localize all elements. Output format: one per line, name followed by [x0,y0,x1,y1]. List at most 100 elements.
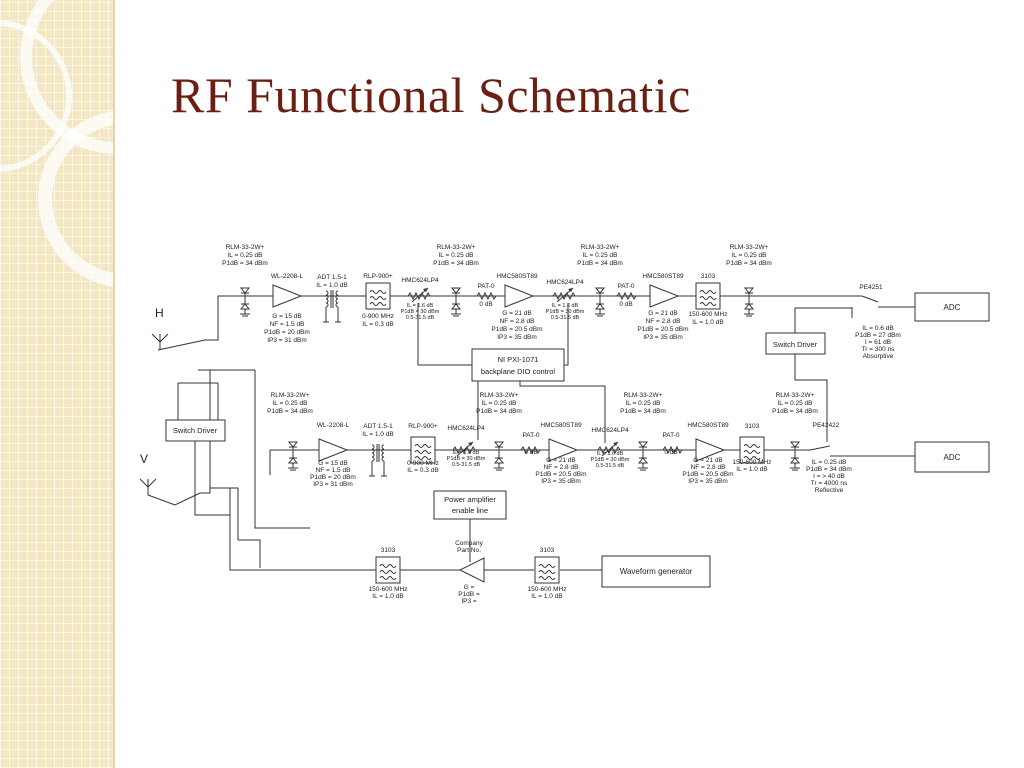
bpf-range: 150-600 MHz [527,586,566,593]
att-p1db: P1dB = 30 dBm [546,309,585,315]
limiter-p1db: P1dB = 34 dBm [620,408,666,415]
switch-part: PE42422 [813,422,840,429]
limiter-p1db: P1dB = 34 dBm [577,260,623,267]
att-il: IL = 1.6 dB [407,303,434,309]
switch-p1db: P1dB = 27 dBm [855,332,901,339]
bandpass-filter-icon [534,556,560,584]
transformer-icon [322,289,342,323]
limiter-il: IL = 0.25 dB [732,252,767,259]
att-part: HMC624LP4 [401,277,439,284]
limiter-icon [239,287,251,317]
amplifier-icon [649,284,679,308]
pa-part2: Part No. [457,547,481,554]
amp-part: HMC580ST89 [540,422,582,429]
att-il: IL = 1.6 dB [552,303,579,309]
sidebar-edge [113,0,115,768]
waveform-generator-label: Waveform generator [620,567,693,576]
pa-g: G = [464,584,475,591]
att-il: IL = 1.6 dB [453,450,480,456]
att-range: 0.5-31.5 dB [551,315,580,321]
limiter-p1db: P1dB = 34 dBm [433,260,479,267]
attenuator-icon [552,287,576,303]
amp-part: HMC580ST89 [642,273,684,280]
switch-part: PE4251 [859,284,883,291]
lna-p1db: P1dB = 20 dBm [310,474,356,481]
pad-value: 0 dB [524,449,537,456]
lna-g: G = 15 dB [272,313,301,320]
bandpass-filter-icon [375,556,401,584]
pad-part: PAT-0 [477,283,494,290]
pa-enable-line1: Power amplifier [444,495,496,504]
limiter-p1db: P1dB = 34 dBm [267,408,313,415]
balun-il: IL = 1.0 dB [362,431,393,438]
bpf-part: 3103 [745,423,760,430]
switch-type: Reflective [815,487,844,494]
pad-value: 0 dB [664,449,677,456]
limiter-part: RLM-33-2W+ [437,244,476,251]
limiter-icon [789,441,801,471]
limiter-p1db: P1dB = 34 dBm [222,260,268,267]
bpf-range: 150-600 MHz [688,311,727,318]
lna-ip3: IP3 = 31 dBm [267,337,307,344]
bpf-il: IL = 1.0 dB [372,593,403,600]
tx-chain: 3103 150-600 MHz IL = 1.0 dB Company Par… [318,540,711,605]
waveform-generator-box [601,555,711,588]
amp-g: G = 21 dB [648,310,677,317]
limiter-part: RLM-33-2W+ [776,392,815,399]
att-il: IL = 1.6 dB [597,451,624,457]
limiter-p1db: P1dB = 34 dBm [476,408,522,415]
switch-tr: Tr = 4000 ns [811,480,848,487]
amp-g: G = 21 dB [693,457,722,464]
amp-ip3: IP3 = 35 dBm [643,334,683,341]
lpf-il: IL = 0.3 dB [362,321,393,328]
limiter-il: IL = 0.25 dB [583,252,618,259]
amp-nf: NF = 2.8 dB [500,318,535,325]
att-part: HMC624LP4 [546,279,584,286]
amplifier-icon [504,284,534,308]
lowpass-filter-icon [365,282,391,310]
att-p1db: P1dB = 30 dBm [591,457,630,463]
limiter-icon [450,287,462,317]
antenna-icon [139,478,157,496]
att-range: 0.5-31.5 dB [596,463,625,469]
limiter-part: RLM-33-2W+ [624,392,663,399]
page-title: RF Functional Schematic [171,67,691,123]
dio-line2: backplane DIO control [481,367,556,376]
att-part: HMC624LP4 [591,427,629,434]
lpf-range: 0-900 MHz [362,313,394,320]
limiter-part: RLM-33-2W+ [480,392,519,399]
pad-value: 0 dB [619,301,632,308]
pad-part: PAT-0 [662,432,679,439]
adc-label: ADC [944,303,961,312]
limiter-part: RLM-33-2W+ [730,244,769,251]
pad-value: 0 dB [479,301,492,308]
amp-p1db: P1dB = 20.5 dBm [682,471,733,478]
amp-ip3: IP3 = 35 dBm [497,334,537,341]
lpf-range: 0-900 MHz [407,460,439,467]
bandpass-filter-icon [695,282,721,310]
limiter-icon [594,287,606,317]
att-p1db: P1dB = 30 dBm [447,456,486,462]
amp-g: G = 21 dB [546,457,575,464]
amp-p1db: P1dB = 20.5 dBm [491,326,542,333]
adc-box [914,441,990,473]
bpf-part: 3103 [381,547,396,554]
amp-p1db: P1dB = 20.5 dBm [637,326,688,333]
limiter-p1db: P1dB = 34 dBm [726,260,772,267]
antenna-label: H [155,306,164,320]
att-range: 0.5-31.5 dB [406,315,435,321]
switch-il: IL = 0.25 dB [812,459,847,466]
amp-nf: NF = 2.8 dB [544,464,579,471]
amplifier-icon [272,284,302,308]
limiter-il: IL = 0.25 dB [273,400,308,407]
lna-g: G = 15 dB [318,460,347,467]
ni-pxi-dio-box [471,348,565,382]
att-range: 0.5-31.5 dB [452,462,481,468]
limiter-il: IL = 0.25 dB [439,252,474,259]
balun-part: ADT 1.5-1 [363,423,393,430]
limiter-icon [493,441,505,471]
limiter-il: IL = 0.25 dB [228,252,263,259]
lna-nf: NF = 1.5 dB [270,321,305,328]
limiter-p1db: P1dB = 34 dBm [772,408,818,415]
